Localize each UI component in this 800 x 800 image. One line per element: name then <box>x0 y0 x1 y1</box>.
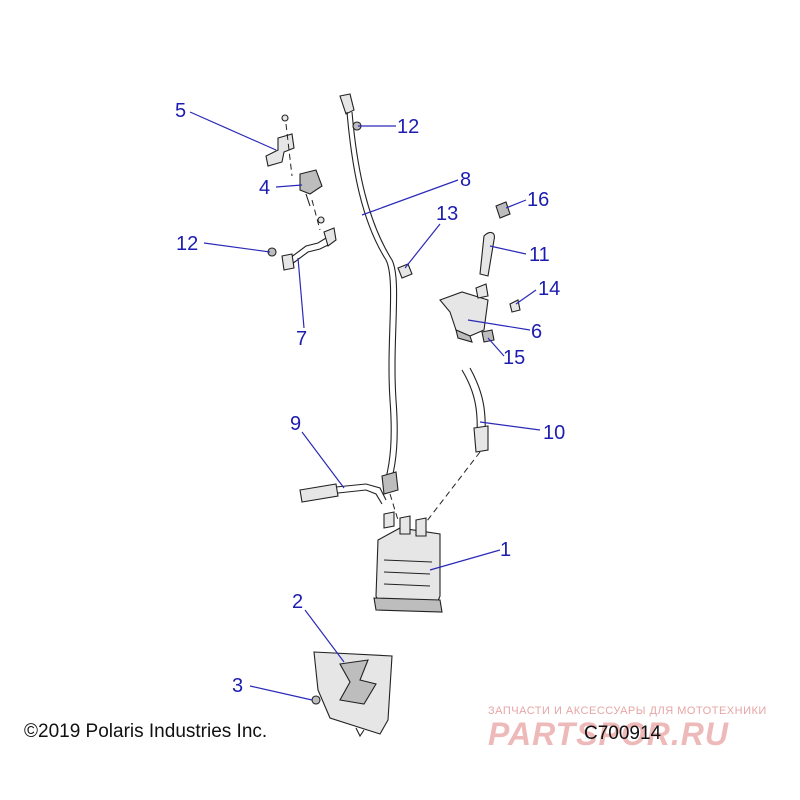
part-7-hose <box>281 227 337 271</box>
part-5-bracket <box>265 114 295 167</box>
leader-10 <box>479 421 541 431</box>
leader-1 <box>429 549 501 571</box>
leader-4 <box>275 184 303 188</box>
leader-5 <box>189 111 277 151</box>
part-9-vent-line <box>299 483 387 505</box>
leader-16 <box>505 199 527 209</box>
part-11-hose <box>479 231 495 277</box>
leader-13 <box>404 223 441 269</box>
leader-12a <box>203 242 271 253</box>
copyright-text: ©2019 Polaris Industries Inc. <box>24 721 268 742</box>
callout-16: 16 <box>527 189 549 211</box>
callout-2: 2 <box>292 591 303 613</box>
callout-9: 9 <box>290 413 301 435</box>
callout-7: 7 <box>296 328 307 350</box>
part-16-fitting <box>495 201 511 219</box>
diagram-code: C700914 <box>584 723 662 744</box>
callout-14: 14 <box>538 278 560 300</box>
callout-10: 10 <box>543 422 565 444</box>
callout-12a: 12 <box>176 233 198 255</box>
part-1-canister <box>373 511 443 613</box>
part-10-hose <box>461 367 489 453</box>
leader-8 <box>361 179 459 216</box>
leader-15 <box>487 337 505 357</box>
part-15-clamp <box>481 329 495 343</box>
leader-14 <box>515 289 537 305</box>
part-2-bracket <box>313 651 393 735</box>
fastener-bottom <box>355 727 365 738</box>
part-6-valve <box>439 283 489 343</box>
callout-12b: 12 <box>397 116 419 138</box>
part-3-fastener <box>311 695 321 705</box>
leader-6 <box>467 319 531 331</box>
callout-3: 3 <box>232 675 243 697</box>
part-4-valve <box>299 169 323 207</box>
callout-8: 8 <box>460 169 471 191</box>
leader-11 <box>489 245 527 255</box>
callout-6: 6 <box>531 321 542 343</box>
leader-7 <box>297 257 305 329</box>
leader-2 <box>304 609 345 663</box>
watermark-tagline: ЗАПЧАСТИ И АКСЕССУАРЫ ДЛЯ МОТОТЕХНИКИ <box>488 705 767 717</box>
part-13-clip <box>397 263 413 279</box>
callout-4: 4 <box>259 177 270 199</box>
callout-13: 13 <box>436 203 458 225</box>
part-8-line <box>339 93 399 495</box>
leader-9 <box>301 431 345 489</box>
callout-5: 5 <box>175 100 186 122</box>
leader-3 <box>249 685 313 701</box>
watermark-brand: PARTSPOR.RU <box>488 716 729 752</box>
callout-11: 11 <box>529 244 550 266</box>
callout-1: 1 <box>500 539 511 561</box>
callout-15: 15 <box>503 347 525 369</box>
